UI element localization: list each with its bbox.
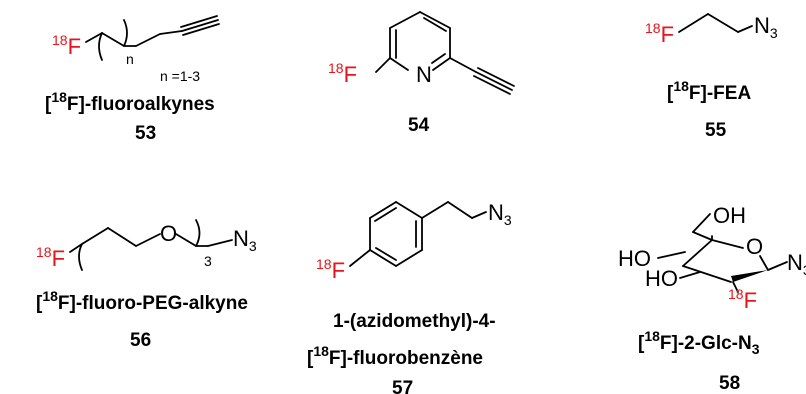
azide-group-58: N3 xyxy=(787,250,806,278)
fluorine-label-53: 18F xyxy=(52,32,81,59)
compound-number-56: 56 xyxy=(130,330,151,351)
compound-number-58: 58 xyxy=(719,373,740,394)
peg-chain-56 xyxy=(69,219,233,271)
azide-group-56: N3 xyxy=(233,226,257,254)
repeat-bracket-left-56 xyxy=(78,243,83,271)
compound-number-57: 57 xyxy=(392,378,413,394)
hydroxyl-left-lower-58: HO xyxy=(645,266,678,291)
compound-number-53: 53 xyxy=(135,123,156,144)
name-55: [18F]-FEA xyxy=(667,78,751,104)
name-56: [18F]-fluoro-PEG-alkyne xyxy=(36,288,248,314)
compound-55: 18F N3 [18F]-FEA 55 xyxy=(645,13,778,141)
name-53: [18F]-fluoroalkynes xyxy=(45,89,215,115)
pyridine-ring-54 xyxy=(375,11,451,73)
hydroxyl-top-58: OH xyxy=(713,203,746,228)
compound-57: 18F N3 1-(azidomethyl)-4- [18F]-fluorobe… xyxy=(307,200,512,394)
repeat-subscript-53: n xyxy=(126,51,134,67)
repeat-bracket-right-56 xyxy=(195,219,201,247)
fluorine-label-58: 18F xyxy=(728,286,757,313)
fluorine-label-55: 18F xyxy=(645,20,674,47)
alkyne-triple-bond-53 xyxy=(181,19,219,32)
azidomethyl-57 xyxy=(421,201,487,219)
hydroxyl-left-upper-58: HO xyxy=(618,246,651,271)
ethyl-chain-55 xyxy=(678,13,753,33)
repeat-subscript-56: 3 xyxy=(204,253,212,269)
note-53: n =1-3 xyxy=(160,68,200,84)
compound-53: 18F n n =1-3 [18F]-fluoroalkynes 53 xyxy=(45,15,220,144)
compound-54: 18F N 54 xyxy=(328,11,515,136)
compound-number-54: 54 xyxy=(408,115,430,136)
ethynyl-54 xyxy=(449,57,515,95)
repeat-bracket-left-53 xyxy=(98,32,103,61)
ether-oxygen-56: O xyxy=(160,221,177,246)
compound-56: 18F O 3 N3 [18F]-fluoro-PEG-alkyne 56 xyxy=(36,219,257,351)
compound-number-55: 55 xyxy=(705,120,727,141)
ring-oxygen-58: O xyxy=(746,234,763,259)
azide-group-57: N3 xyxy=(488,200,512,228)
benzene-ring-57 xyxy=(349,201,423,267)
fluorine-label-57: 18F xyxy=(316,256,345,283)
compound-58: OH HO HO O 18F N3 [18F]-2-Glc-N3 58 xyxy=(618,203,806,394)
alkyl-chain-53 xyxy=(85,15,220,61)
name-line2-57: [18F]-fluorobenzène xyxy=(307,343,483,369)
pyranose-ring-58 xyxy=(657,213,788,293)
name-58: [18F]-2-Glc-N3 xyxy=(638,328,760,357)
fluorine-label-54: 18F xyxy=(328,60,357,87)
pyridine-nitrogen-54: N xyxy=(416,62,432,87)
fluorine-label-56: 18F xyxy=(36,244,65,271)
name-line1-57: 1-(azidomethyl)-4- xyxy=(333,311,496,332)
azide-group-55: N3 xyxy=(754,13,778,41)
